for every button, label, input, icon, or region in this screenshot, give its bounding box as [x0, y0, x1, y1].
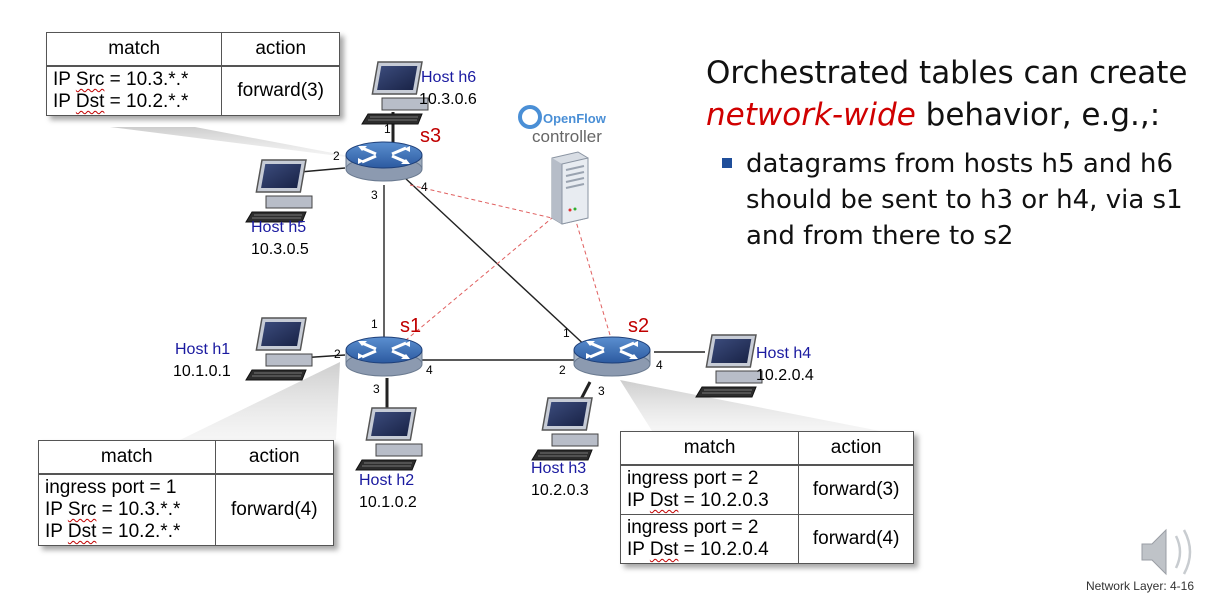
s1-port-4: 4 [426, 363, 433, 377]
host-h6-name: Host h6 [421, 69, 476, 86]
switch-s1-label: s1 [400, 315, 421, 337]
slide-footer: Network Layer: 4-16 [1085, 579, 1194, 593]
host-h4-ip: 10.2.0.4 [756, 367, 814, 384]
s2-action-header: action [798, 431, 914, 466]
s2-row-1-action: forward(3) [798, 464, 914, 515]
switch-s3-label: s3 [420, 125, 441, 147]
host-h3-ip: 10.2.0.3 [531, 482, 589, 499]
host-h1-icon [245, 317, 313, 381]
s1-flow-table: match action ingress port = 1 IP Src = 1… [38, 440, 335, 546]
host-h1-name: Host h1 [175, 341, 230, 358]
host-h2-ip: 10.1.0.2 [359, 494, 417, 511]
table-row: ingress port = 2 IP Dst = 10.2.0.3 forwa… [619, 464, 914, 515]
s1-port-2: 2 [334, 347, 341, 361]
headline-rest: behavior, e.g.,: [915, 97, 1161, 133]
table-row: IP Src = 10.3.*.* IP Dst = 10.2.*.* forw… [45, 65, 340, 116]
s1-match-header: match [38, 440, 216, 475]
host-h5-name: Host h5 [251, 219, 306, 236]
headline-accent: network-wide [706, 97, 916, 133]
host-h5-ip: 10.3.0.5 [251, 241, 309, 258]
switch-s1-icon [344, 335, 424, 378]
s3-port-3: 3 [371, 188, 378, 202]
host-h2-name: Host h2 [359, 472, 414, 489]
s2-row-1-match-line-2: IP Dst = 10.2.0.3 [627, 490, 769, 511]
s2-match-header: match [619, 431, 800, 466]
s3-port-1: 1 [384, 122, 391, 136]
controller-links [399, 184, 611, 346]
controller-link-s2 [574, 217, 611, 336]
host-h3-name: Host h3 [531, 460, 586, 477]
table-row: ingress port = 2 IP Dst = 10.2.0.4 forwa… [619, 514, 914, 564]
controller-brand: OpenFlow [543, 111, 607, 126]
s3-row-action: forward(3) [221, 65, 340, 116]
controller-label: controller [532, 127, 602, 146]
s2-port-2: 2 [559, 363, 566, 377]
table-row: ingress port = 1 IP Src = 10.3.*.* IP Ds… [38, 473, 335, 546]
s1-row-action: forward(4) [214, 473, 335, 546]
s2-row-1-match: ingress port = 2 IP Dst = 10.2.0.3 [619, 464, 800, 515]
s1-port-3: 3 [373, 382, 380, 396]
s1-table-callout [180, 362, 340, 440]
s2-flow-table: match action ingress port = 2 IP Dst = 1… [619, 431, 914, 564]
link-s3-h5 [299, 167, 346, 173]
s1-port-1: 1 [371, 317, 378, 331]
s3-match-header: match [45, 32, 223, 67]
s1-match-line-3: IP Dst = 10.2.*.* [45, 521, 181, 542]
bullet-text: datagrams from hosts h5 and h6 should be… [746, 149, 1183, 251]
s3-port-2: 2 [333, 149, 340, 163]
s1-match-line-2: IP Src = 10.3.*.* [45, 499, 181, 520]
s1-action-header: action [214, 440, 335, 475]
host-h5-icon [245, 159, 313, 223]
s3-table-callout [110, 127, 370, 160]
s3-match-line-2: IP Dst = 10.2.*.* [53, 91, 189, 112]
controller-logo-icon: OpenFlow [518, 105, 607, 129]
s2-row-2-match-line-2: IP Dst = 10.2.0.4 [627, 539, 769, 560]
headline-line-1: Orchestrated tables can create [706, 55, 1188, 91]
s2-port-1: 1 [563, 326, 570, 340]
switch-s2-icon [572, 335, 652, 378]
s2-row-2-action: forward(4) [798, 514, 914, 564]
slide-headline: Orchestrated tables can create network-w… [706, 52, 1196, 136]
server-icon [551, 151, 589, 225]
s2-table-callout [620, 380, 880, 431]
switch-s3-icon [344, 140, 424, 183]
controller-link-s3 [409, 184, 553, 219]
s2-row-2-match: ingress port = 2 IP Dst = 10.2.0.4 [619, 514, 800, 564]
switch-s2-label: s2 [628, 315, 649, 337]
host-h1-ip: 10.1.0.1 [173, 363, 231, 380]
host-h3-icon [531, 397, 599, 461]
s3-match-line-1: IP Src = 10.3.*.* [53, 69, 189, 90]
s3-flow-table: match action IP Src = 10.3.*.* IP Dst = … [45, 32, 340, 116]
s2-port-3: 3 [598, 384, 605, 398]
s1-match-line-1: ingress port = 1 [45, 477, 177, 498]
headline-line-2: network-wide behavior, e.g.,: [706, 94, 1196, 136]
host-h2-icon [355, 407, 423, 471]
speaker-icon [1141, 528, 1192, 576]
s1-row-match: ingress port = 1 IP Src = 10.3.*.* IP Ds… [38, 473, 216, 546]
s2-row-1-match-line-1: ingress port = 2 [627, 468, 759, 489]
s3-port-4: 4 [421, 180, 428, 194]
s2-row-2-match-line-1: ingress port = 2 [627, 517, 759, 538]
bullet-item: datagrams from hosts h5 and h6 should be… [722, 146, 1192, 254]
s3-row-match: IP Src = 10.3.*.* IP Dst = 10.2.*.* [45, 65, 223, 116]
s3-action-header: action [221, 32, 340, 67]
bullet-marker-icon [722, 158, 732, 168]
host-h4-name: Host h4 [756, 345, 811, 362]
controller-link-s1 [399, 217, 553, 346]
host-h4-icon [695, 334, 763, 398]
s2-port-4: 4 [656, 358, 663, 372]
host-h6-ip: 10.3.0.6 [419, 91, 477, 108]
